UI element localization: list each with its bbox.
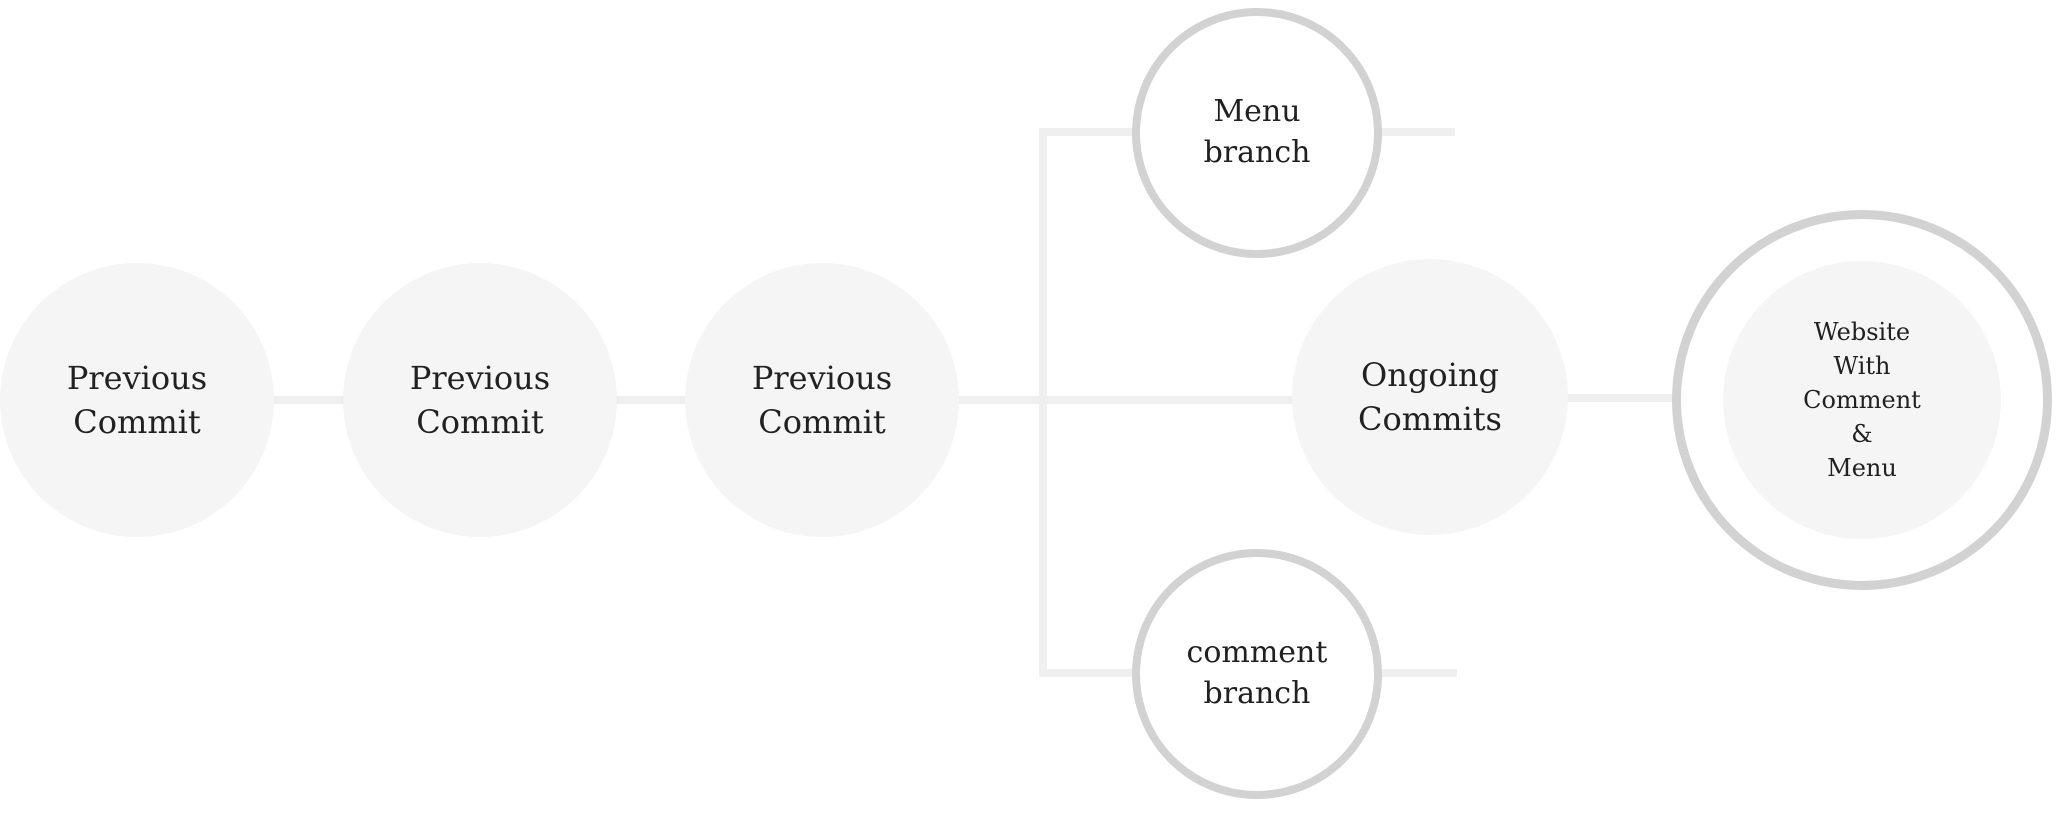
connector-prev2-prev3 — [613, 396, 689, 404]
connector-menu-branch-stub — [1382, 128, 1455, 136]
node-website-label: Website With Comment & Menu — [1803, 317, 1921, 483]
node-comment-branch-label: comment branch — [1186, 635, 1328, 711]
connector-branch-vertical — [1039, 128, 1047, 677]
node-ongoing-commits: Ongoing Commits — [1292, 259, 1568, 535]
connector-ongoing-website — [1564, 394, 1676, 402]
connector-comment-branch-stub — [1382, 669, 1457, 677]
node-previous-commit-1: Previous Commit — [0, 263, 274, 537]
node-menu-branch-label: Menu branch — [1203, 94, 1311, 170]
node-previous-commit-2: Previous Commit — [343, 263, 617, 537]
node-previous-commit-3-label: Previous Commit — [751, 358, 893, 441]
connector-comment-branch-left — [1039, 669, 1136, 677]
node-comment-branch: comment branch — [1132, 549, 1382, 799]
connector-prev3-ongoing — [955, 396, 1295, 404]
connector-menu-branch-left — [1039, 128, 1136, 136]
node-previous-commit-2-label: Previous Commit — [409, 358, 551, 441]
node-ongoing-commits-label: Ongoing Commits — [1358, 355, 1502, 438]
node-previous-commit-1-label: Previous Commit — [66, 358, 208, 441]
node-website-with-comment-and-menu: Website With Comment & Menu — [1672, 210, 2052, 590]
node-menu-branch: Menu branch — [1132, 8, 1382, 258]
node-website-inner-circle: Website With Comment & Menu — [1723, 261, 2001, 539]
connector-prev1-prev2 — [270, 396, 346, 404]
node-previous-commit-3: Previous Commit — [685, 263, 959, 537]
